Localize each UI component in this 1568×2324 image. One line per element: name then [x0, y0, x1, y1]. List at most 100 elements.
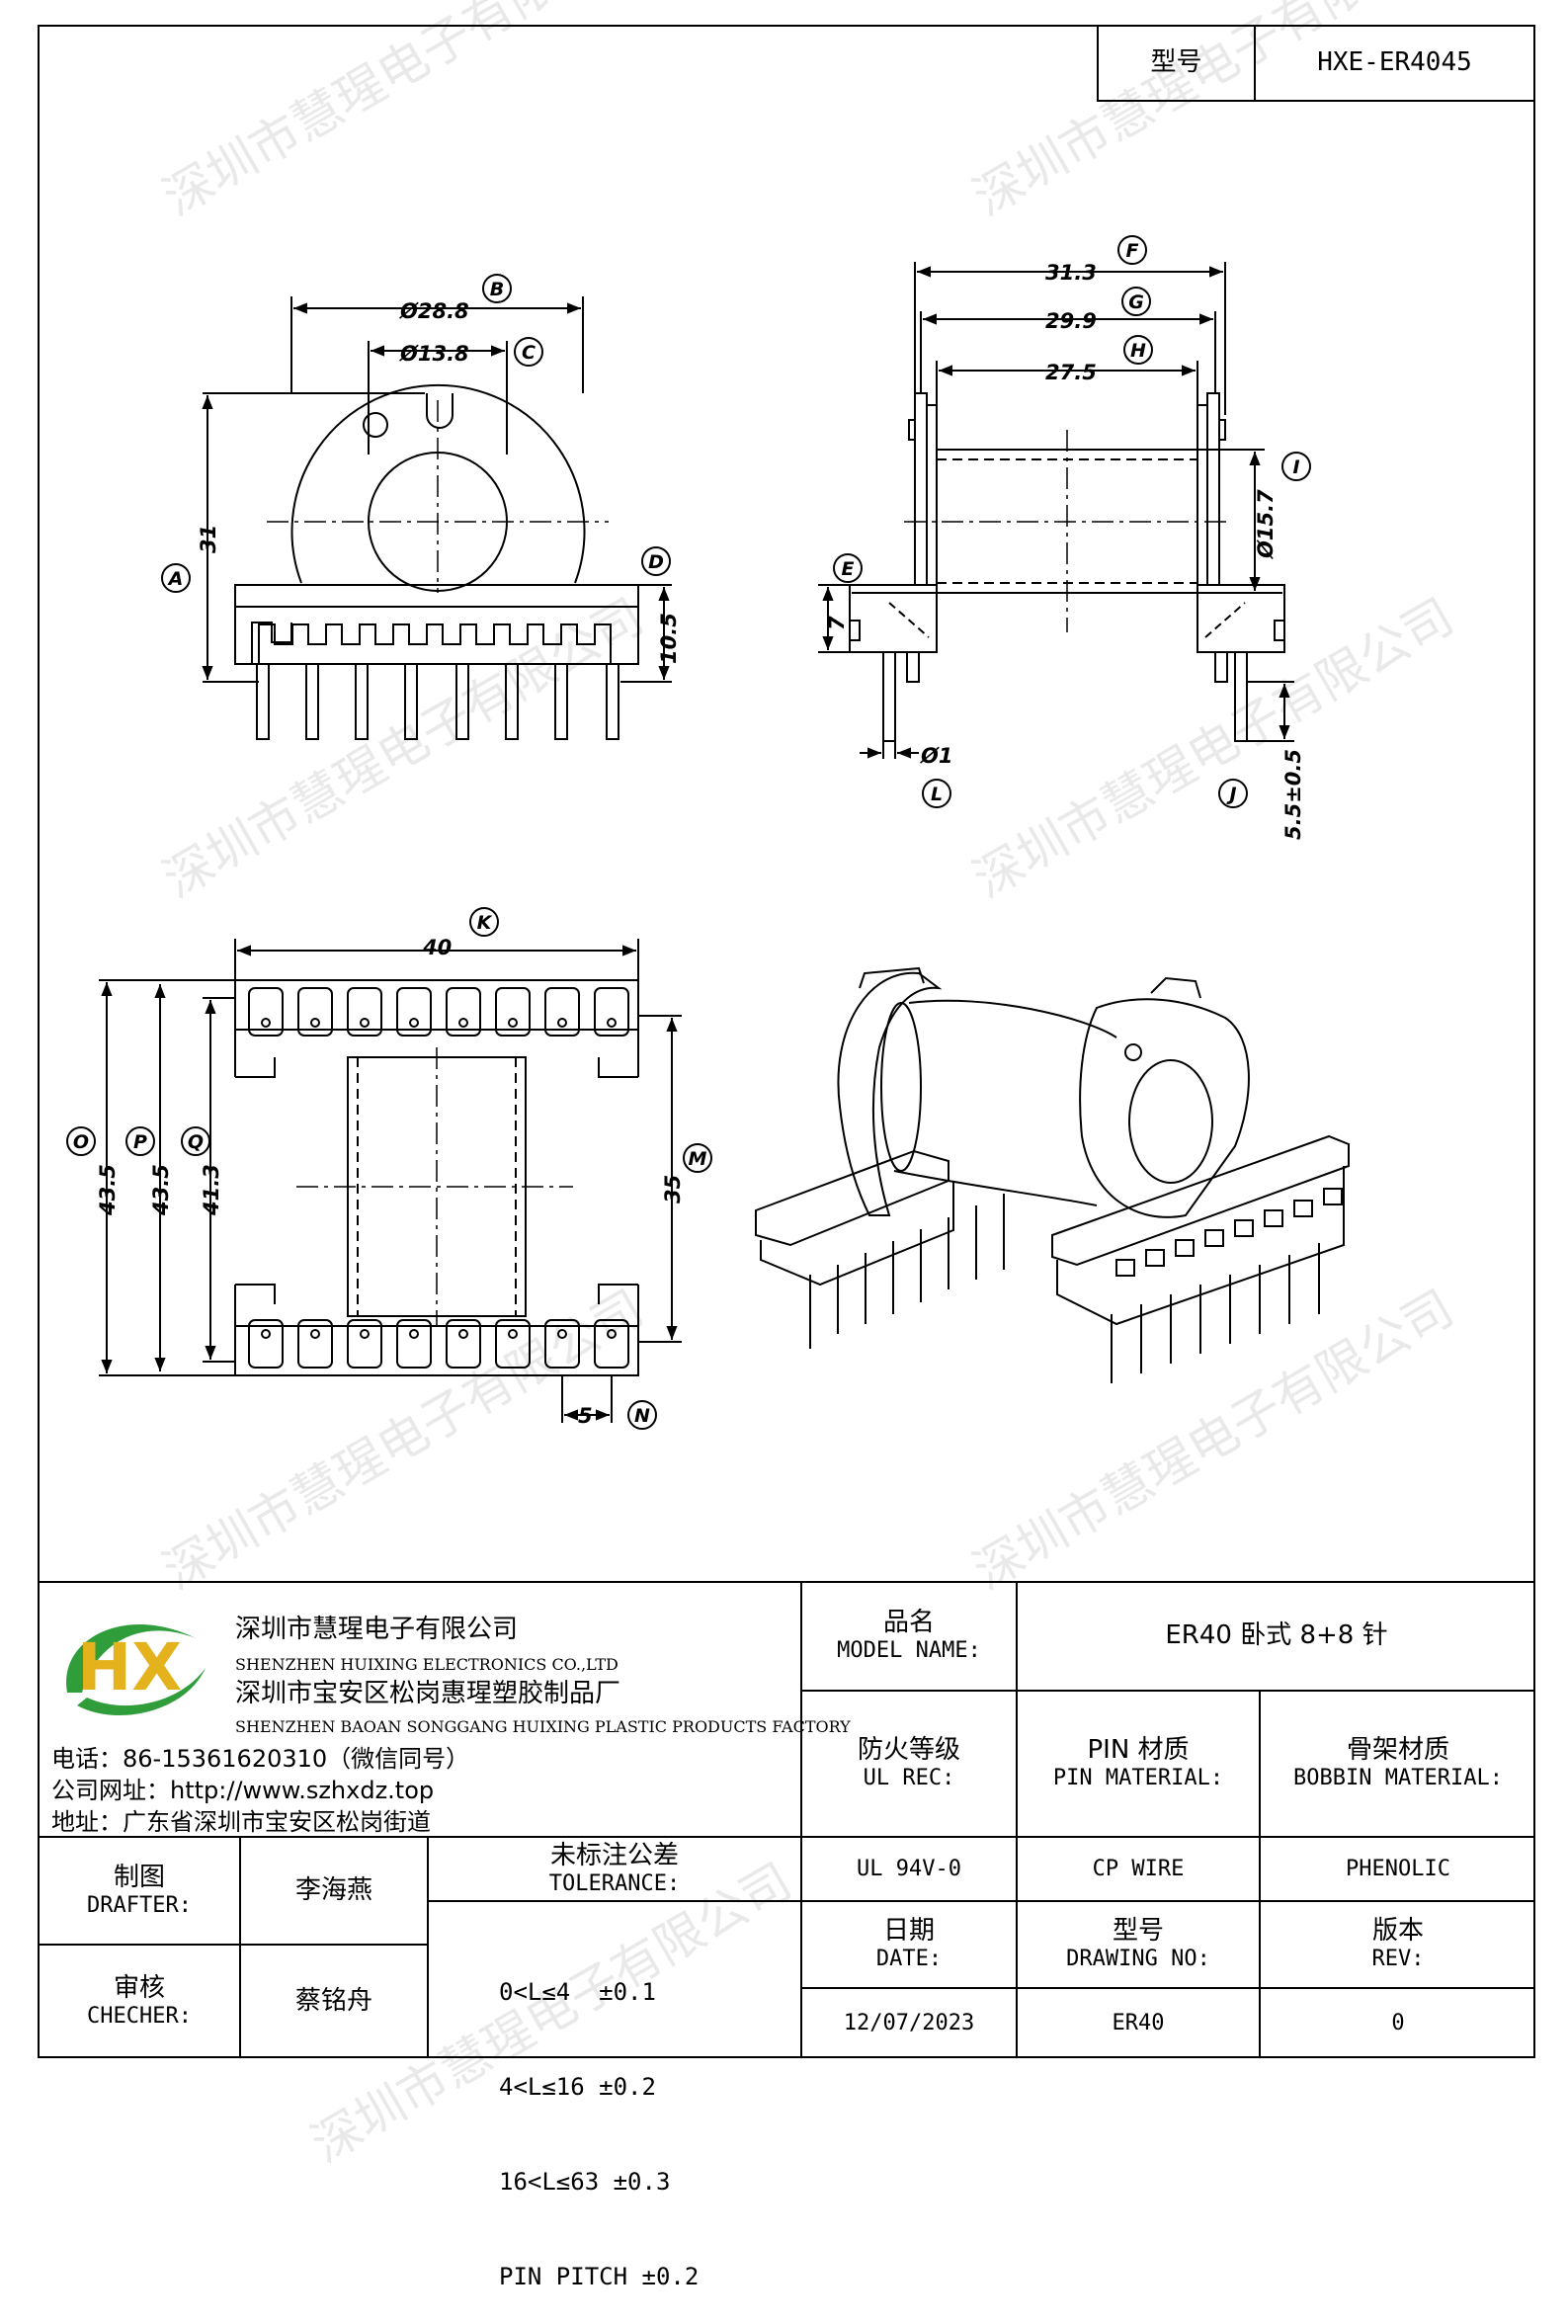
- drawing-no-label-en: DRAWING NO:: [1066, 1947, 1210, 1972]
- tolerance-label-cn: 未标注公差: [549, 1840, 679, 1870]
- company-logo: HX: [66, 1623, 206, 1716]
- header-model-label: 型号: [1150, 47, 1202, 78]
- drafter-value: 李海燕: [294, 1874, 372, 1905]
- dim-letter-A: A: [167, 568, 184, 590]
- dim-letter-F: F: [1126, 240, 1139, 262]
- bobbin-material-label-cn: 骨架材质: [1346, 1735, 1449, 1766]
- ul-rec-label-cn: 防火等级: [857, 1735, 960, 1766]
- dim-letter-I: I: [1292, 456, 1299, 478]
- divider: [1016, 1581, 1018, 2058]
- divider: [38, 1836, 1535, 1838]
- pin-material-label-en: PIN MATERIAL:: [1052, 1766, 1224, 1791]
- company-website[interactable]: 公司网址：http://www.szhxdz.top: [51, 1777, 435, 1804]
- dim-letter-O: O: [73, 1131, 89, 1153]
- divider: [239, 1836, 241, 2058]
- date-label-en: DATE:: [875, 1947, 943, 1972]
- model-name-label-cn: 品名: [882, 1608, 935, 1638]
- pin-material-label-cn: PIN 材质: [1087, 1735, 1190, 1766]
- tolerance-item: 4<L≤16 ±0.2: [499, 2073, 656, 2101]
- bobbin-material-label: 骨架材质 BOBBIN MATERIAL:: [1261, 1692, 1535, 1836]
- date-value: 12/07/2023: [843, 2011, 975, 2036]
- isometric-view: [755, 966, 1350, 1383]
- rev-label-en: REV:: [1371, 1947, 1425, 1972]
- dim-letter-K: K: [477, 912, 493, 934]
- dim-letter-L: L: [931, 784, 943, 805]
- dim-D-value: 10.5: [657, 613, 681, 664]
- bobbin-material-label-en: BOBBIN MATERIAL:: [1293, 1766, 1503, 1791]
- dim-E-value: 7: [825, 616, 849, 630]
- ul-rec-value: UL 94V-0: [857, 1856, 961, 1881]
- rev-label-cn: 版本: [1371, 1916, 1424, 1947]
- dim-letter-N: N: [634, 1405, 650, 1427]
- factory-name-cn: 深圳市宝安区松岗惠瑆塑胶制品厂: [235, 1679, 621, 1708]
- dim-letter-J: J: [1225, 784, 1236, 805]
- drawing-no-value: ER40: [1112, 2011, 1165, 2036]
- dim-L-value: Ø1: [920, 744, 952, 768]
- bottom-view: [99, 939, 682, 1423]
- ul-rec-label-en: UL REC:: [863, 1766, 955, 1791]
- dim-K-value: 40: [422, 936, 452, 959]
- drafter-label-en: DRAFTER:: [87, 1892, 192, 1918]
- tolerance-item: PIN PITCH ±0.2: [499, 2263, 700, 2290]
- rev-value: 0: [1391, 2011, 1405, 2036]
- dim-C-value: Ø13.8: [399, 342, 469, 366]
- dim-letter-H: H: [1130, 340, 1146, 362]
- tolerance-list: 0<L≤4 ±0.1 4<L≤16 ±0.2 16<L≤63 ±0.3 PIN …: [499, 1913, 699, 2324]
- tolerance-label: 未标注公差 TOLERANCE:: [429, 1838, 800, 1900]
- header-model-value: HXE-ER4045: [1317, 47, 1472, 78]
- checker-label-en: CHECHER:: [87, 2004, 192, 2030]
- dim-letter-M: M: [689, 1148, 707, 1170]
- dim-letter-E: E: [842, 558, 855, 580]
- dim-J-value: 5.5±0.5: [1281, 749, 1305, 840]
- company-address: 地址：广东省深圳市宝安区松岗街道: [51, 1808, 431, 1836]
- drafter-label-cn: 制图: [113, 1862, 165, 1892]
- date-label: 日期 DATE:: [802, 1902, 1016, 1987]
- company-phone: 电话：86-15361620310（微信同号）: [51, 1745, 470, 1773]
- dim-A-value: 31: [197, 525, 220, 553]
- model-name-label-en: MODEL NAME:: [837, 1638, 981, 1664]
- front-view: [202, 296, 672, 740]
- dim-B-value: Ø28.8: [399, 299, 469, 323]
- model-name-value: ER40 卧式 8+8 针: [1165, 1620, 1388, 1651]
- divider: [38, 1944, 429, 1946]
- dim-letter-P: P: [133, 1131, 147, 1153]
- divider: [800, 1987, 1535, 1989]
- divider: [800, 1900, 1535, 1902]
- divider: [800, 1690, 1535, 1692]
- factory-name-en: SHENZHEN BAOAN SONGGANG HUIXING PLASTIC …: [235, 1717, 851, 1736]
- dim-O-value: 43.5: [96, 1164, 120, 1216]
- dim-letter-Q: Q: [188, 1131, 204, 1153]
- header-model-box: [1097, 25, 1535, 102]
- tolerance-item: 0<L≤4 ±0.1: [499, 1978, 656, 2006]
- dim-letter-D: D: [648, 551, 664, 573]
- divider: [800, 1581, 802, 2058]
- dim-N-value: 5: [578, 1404, 593, 1428]
- dim-H-value: 27.5: [1045, 361, 1097, 384]
- ul-rec-label: 防火等级 UL REC:: [802, 1692, 1016, 1836]
- dim-P-value: 43.5: [149, 1164, 173, 1216]
- pin-material-value: CP WIRE: [1092, 1856, 1185, 1881]
- dim-I-value: Ø15.7: [1254, 489, 1278, 559]
- logo-text: HX: [77, 1629, 182, 1705]
- divider: [427, 1836, 429, 2058]
- letter-circles: [66, 235, 1311, 1430]
- divider: [38, 1581, 1535, 1583]
- drawing-no-label: 型号 DRAWING NO:: [1018, 1902, 1259, 1987]
- divider: [1259, 1690, 1261, 2058]
- tolerance-item: 16<L≤63 ±0.3: [499, 2168, 671, 2196]
- drawing-no-label-cn: 型号: [1112, 1916, 1164, 1947]
- drafter-label: 制图 DRAFTER:: [40, 1838, 239, 1944]
- dim-G-value: 29.9: [1045, 309, 1097, 333]
- dim-Q-value: 41.3: [200, 1164, 223, 1216]
- model-name-label: 品名 MODEL NAME:: [802, 1583, 1016, 1690]
- checker-value: 蔡铭舟: [294, 1986, 372, 2017]
- divider: [427, 1900, 802, 1902]
- company-name-en: SHENZHEN HUIXING ELECTRONICS CO.,LTD: [235, 1655, 619, 1674]
- bobbin-material-value: PHENOLIC: [1346, 1856, 1450, 1881]
- checker-label: 审核 CHECHER:: [40, 1946, 239, 2058]
- pin-material-label: PIN 材质 PIN MATERIAL:: [1018, 1692, 1259, 1836]
- rev-label: 版本 REV:: [1261, 1902, 1535, 1987]
- side-view: [818, 262, 1294, 759]
- drawing-frame: [38, 25, 1535, 2058]
- tolerance-label-en: TOLERANCE:: [548, 1870, 681, 1896]
